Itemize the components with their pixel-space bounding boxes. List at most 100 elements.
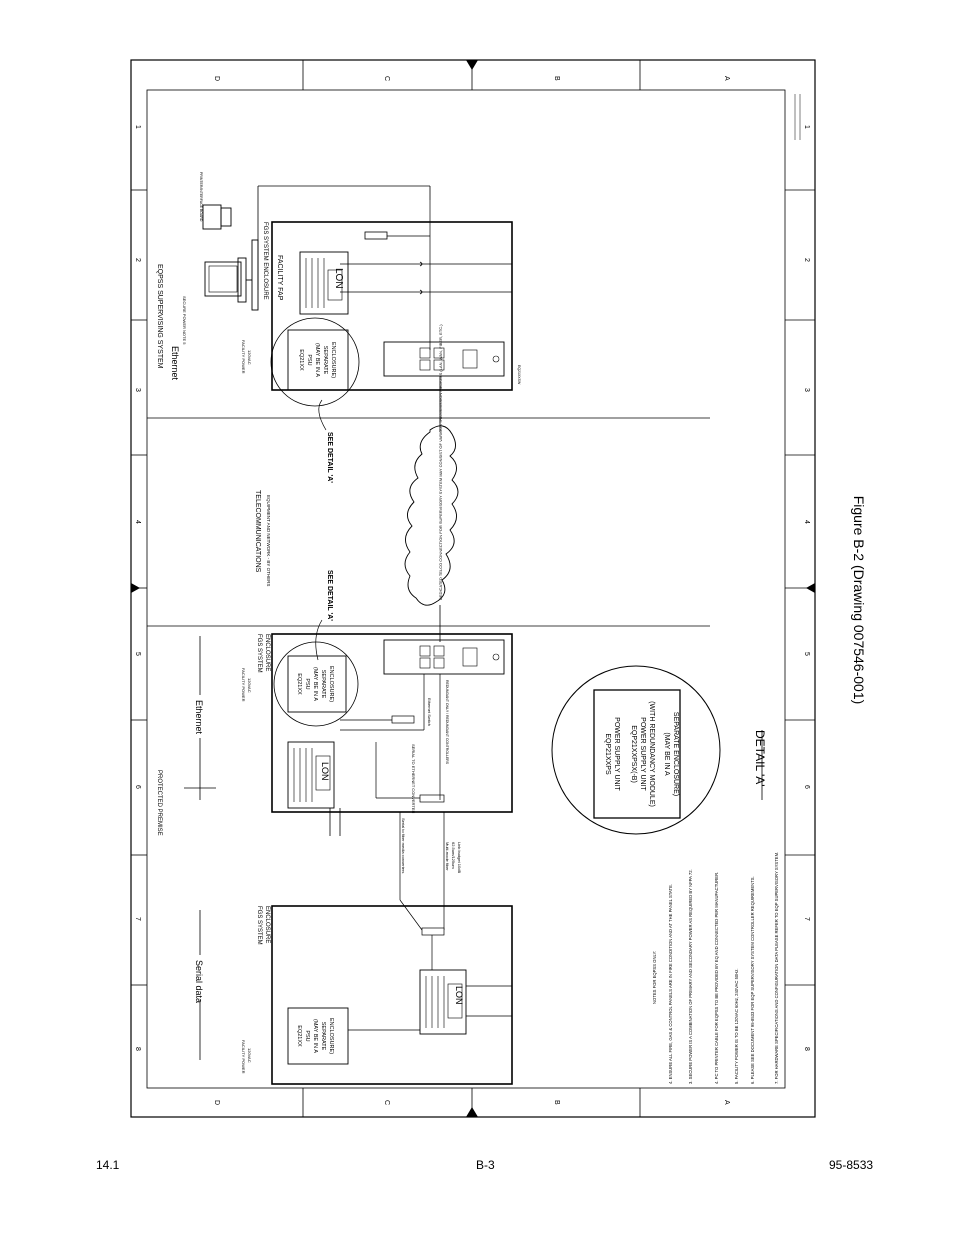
fiber-spec-note-2: 62.5um/125um (451, 842, 456, 869)
mid-controller-detail (293, 748, 331, 802)
mid-facility-power: FACILITY POWER (241, 668, 246, 702)
col-number: 6 (134, 785, 141, 789)
svg-text:SEPARATE: SEPARATE (322, 346, 328, 375)
bot-psu-text: EQ21XX PSU (MAY BE IN A SEPARATE ENCLOSU… (296, 1018, 334, 1054)
col-number: 3 (134, 388, 141, 392)
top-enclosure (271, 221, 513, 391)
col-number: 1 (134, 125, 141, 129)
bot-controller (419, 969, 467, 1035)
bot-enclosure-title-b: ENCLOSURE (264, 906, 270, 943)
note-line: 7. FOR HARDWARE SPECIFICATIONS AND CONFI… (774, 852, 779, 1084)
row-letter: B (553, 1100, 560, 1105)
bot-enclosure-title-a: FGS SYSTEM (256, 906, 262, 945)
secure-power-label: SECURE POWER NOTE 5 (182, 296, 187, 345)
col-number: 4 (134, 520, 141, 524)
detail-a-title: DETAIL 'A' (753, 730, 767, 787)
col-number: 2 (134, 258, 141, 262)
top-psu-box (287, 329, 349, 391)
footer-center: B-3 (476, 1158, 495, 1172)
mid-wiring (340, 674, 445, 803)
see-detail-1: SEE DETAIL 'A' (326, 432, 333, 483)
detail-a-box (593, 689, 681, 819)
top-lon-label: LON (333, 268, 344, 289)
top-fiber-connector (364, 231, 388, 240)
top-fap-label: FACILITY FAP (276, 255, 283, 301)
serial-data-label: Serial data (194, 960, 204, 1003)
top-facility-power: FACILITY POWER (241, 340, 246, 374)
col-number: 8 (134, 1047, 141, 1051)
svg-text:SEPARATE: SEPARATE (320, 1022, 326, 1051)
svg-text:SEPARATE: SEPARATE (320, 670, 326, 699)
note-line: 5. FACILITY POWER IS TO BE 120VAC 60Hz, … (734, 968, 739, 1084)
svg-text:PSU: PSU (306, 354, 312, 365)
col-number: 5 (134, 652, 141, 656)
footer-right: 95-8533 (829, 1158, 874, 1172)
row-letter: C (383, 1100, 390, 1105)
svg-text:EQP21XXPSX(-B): EQP21XXPSX(-B) (630, 725, 637, 783)
ethernet-label: Ethernet (194, 700, 204, 735)
cloud-text: DEDICATED TELCO CONNECTION FOR SUPERVISO… (438, 324, 443, 600)
bot-facility-voltage: 120VAC (247, 1048, 252, 1063)
notes-block: NOTES FOR EQPSS ONLY: 4. ENSURE ALL FIRE… (652, 852, 779, 1084)
top-switch-ports (419, 347, 500, 371)
note-line: 4. PC TO PRINTER CABLE FOR EQPSS TO BE P… (714, 872, 719, 1084)
telecom-sub: EQUIPMENT AND NETWORK - BY OTHERS (266, 495, 271, 586)
bot-enclosure (271, 905, 513, 1085)
mid-ethernet-switch-label: Ethernet Switch (427, 698, 432, 726)
center-mark-right (806, 583, 815, 593)
bot-facility-power: FACILITY POWER (241, 1040, 246, 1074)
svg-text:PSU: PSU (304, 1030, 310, 1041)
top-switch (383, 341, 505, 377)
bot-lon-label: LON (454, 986, 464, 1005)
revision-block (794, 94, 801, 140)
mid-enclosure (271, 633, 513, 813)
center-mark-top (466, 60, 478, 70)
see-detail-2: SEE DETAIL 'A' (326, 570, 333, 621)
svg-text:(MAY BE IN A: (MAY BE IN A (312, 667, 318, 701)
svg-text:SEPARATE ENCLOSURE): SEPARATE ENCLOSURE) (672, 712, 679, 796)
printer-label: PRINTER/INTERFACE BOARD (199, 172, 203, 222)
top-switch-caption: EQ21XXSW (517, 365, 521, 385)
svg-text:(MAY BE IN A: (MAY BE IN A (663, 732, 670, 776)
detail-a-circle (551, 665, 721, 835)
svg-text:ENCLOSURE): ENCLOSURE) (328, 666, 334, 702)
fiber-link (399, 812, 445, 936)
row-letter: A (723, 76, 730, 81)
zone-ticks (131, 60, 815, 1117)
top-enclosure-title: FGS SYSTEM ENCLOSURE (262, 222, 268, 300)
top-controller-detail (305, 258, 343, 308)
col-number: 6 (803, 785, 810, 789)
supervising-title: EQPSS SUPERVISING SYSTEM (156, 264, 163, 369)
col-number: 5 (803, 652, 810, 656)
supervising-ethernet: Ethernet (170, 346, 180, 381)
svg-text:EQ21XX: EQ21XX (296, 673, 302, 695)
svg-text:(WITH REDUNDANCY MODULE): (WITH REDUNDANCY MODULE) (648, 701, 655, 807)
svg-text:POWER SUPPLY UNIT: POWER SUPPLY UNIT (613, 717, 620, 791)
row-letter: A (723, 1100, 730, 1105)
top-psu-detail-circle (270, 317, 360, 407)
mid-serial-converter-label: SERIAL TO ETHERNET CONVERTER (411, 744, 416, 813)
outer-border (130, 59, 816, 1118)
mid-psu-box (287, 655, 347, 713)
bot-lon-loop (466, 985, 512, 1017)
top-facility-voltage: 120VAC (247, 350, 252, 365)
svg-text:EQ21XX: EQ21XX (296, 1025, 302, 1047)
protected-premise: PROTECTED PREMISE (156, 770, 162, 836)
col-number: 8 (803, 1047, 810, 1051)
footer-left: 14.1 (96, 1158, 120, 1172)
bot-psu-box (287, 1007, 349, 1065)
mid-lon-label: LON (320, 762, 330, 781)
note-line: 4. ENSURE ALL FIRE, GAS & CONTROL PANELS… (668, 884, 673, 1084)
telecom-title: TELECOMMUNICATIONS (254, 490, 261, 573)
note-line: NOTES FOR EQPSS ONLY: (652, 951, 657, 1004)
center-mark-bottom (466, 1107, 478, 1117)
mid-switch-ports (419, 645, 500, 669)
col-number: 4 (803, 520, 810, 524)
svg-text:(MAY BE IN A: (MAY BE IN A (312, 1019, 318, 1053)
col-number: 3 (803, 388, 810, 392)
bot-controller-detail (425, 976, 463, 1028)
svg-text:POWER SUPPLY UNIT: POWER SUPPLY UNIT (639, 717, 646, 791)
mid-enclosure-title-b: ENCLOSURE (264, 634, 270, 671)
col-number: 7 (803, 917, 810, 921)
detail-leader (318, 399, 327, 431)
